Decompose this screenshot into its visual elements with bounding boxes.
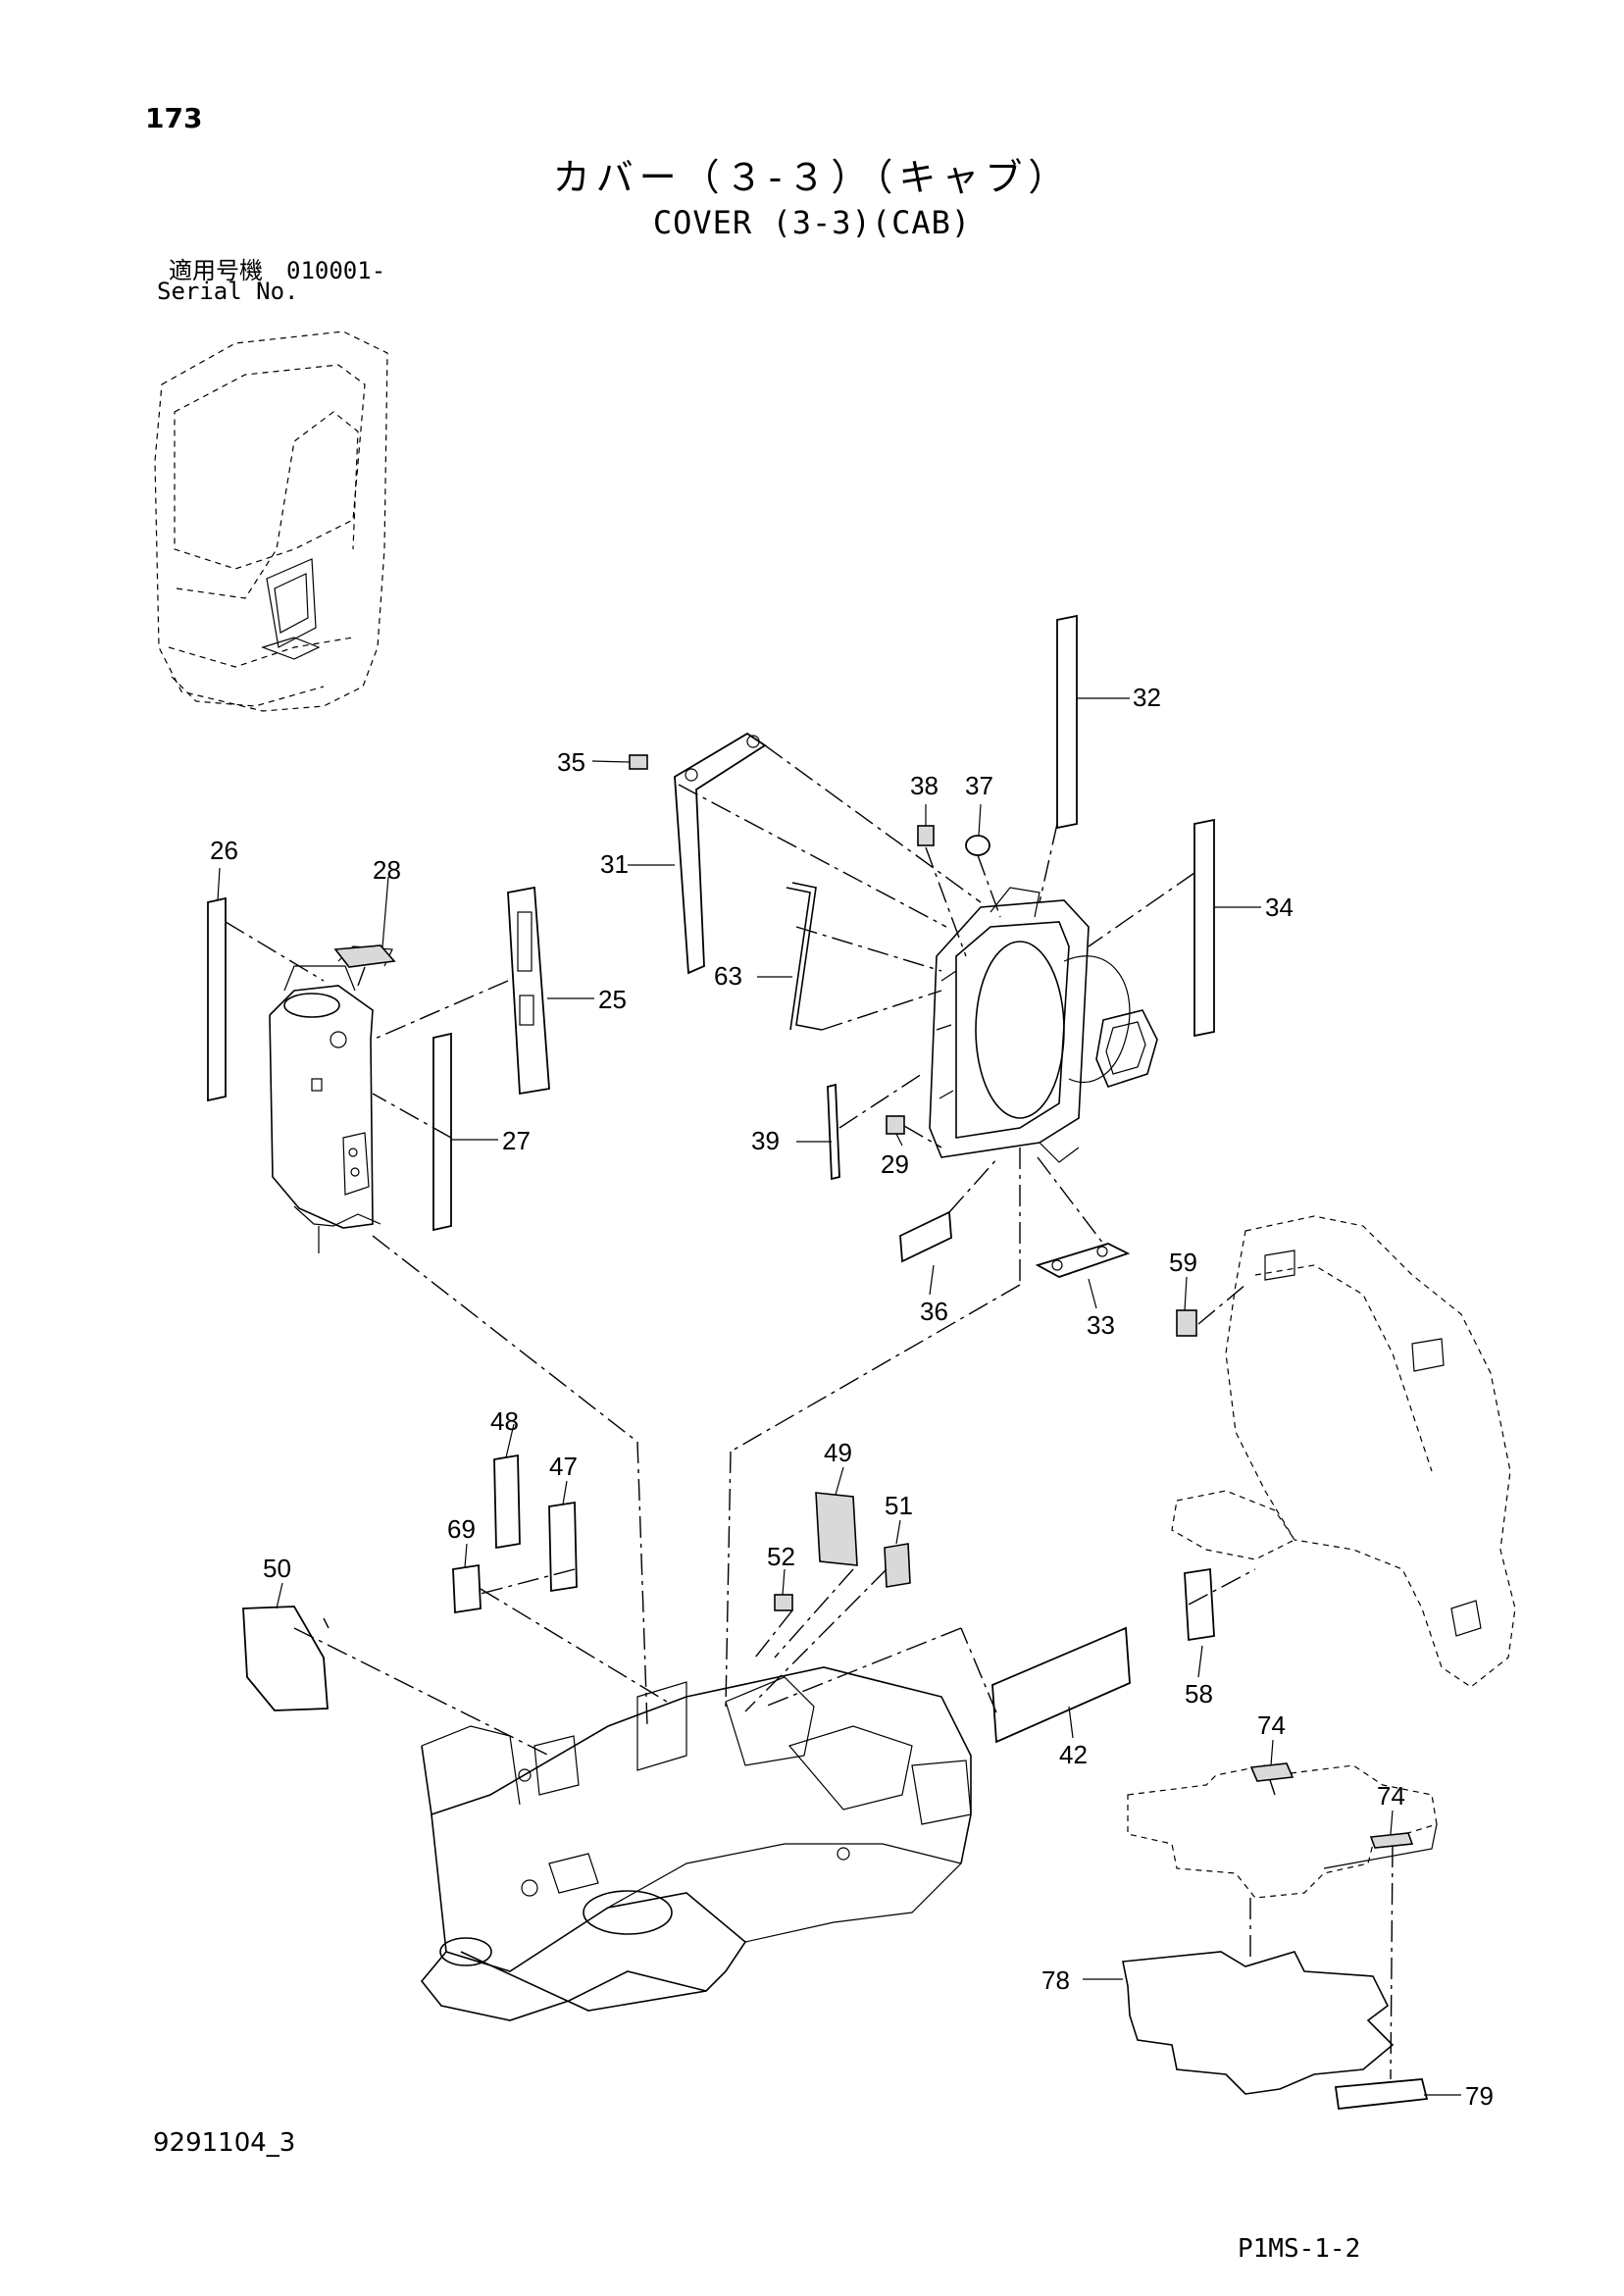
part-25-plate: [507, 886, 550, 1096]
part-33-bracket: [1035, 1243, 1131, 1278]
document-code: 9291104_3: [153, 2128, 296, 2158]
part-27-bar: [432, 1032, 452, 1232]
callout-63: 63: [714, 961, 742, 991]
base-frame: [420, 1666, 972, 2021]
callout-35: 35: [557, 747, 585, 777]
part-shapes: [207, 614, 1414, 1849]
serial-label-english: Serial No.: [157, 278, 299, 305]
callout-26: 26: [210, 836, 238, 865]
part-58-bracket: [1184, 1567, 1215, 1642]
floor-mats: [1122, 1764, 1438, 2110]
part-31-hose: [674, 732, 767, 975]
callout-49: 49: [824, 1438, 852, 1467]
part-59-block: [1176, 1309, 1197, 1337]
callout-74-a: 74: [1257, 1710, 1286, 1740]
left-cabinet-assembly: [269, 945, 393, 1253]
callout-37: 37: [965, 771, 993, 800]
page-title-japanese: カバー（３-３）（キャブ）: [552, 156, 1072, 199]
callout-27: 27: [502, 1126, 531, 1155]
leader-lines: [217, 697, 1461, 2096]
callout-78: 78: [1041, 1965, 1070, 1995]
cab-overview-thumbnail: [154, 331, 388, 712]
part-42-pad: [991, 1626, 1131, 1744]
revolving-frame: [1171, 1215, 1516, 1688]
part-28-pad: [333, 944, 396, 968]
page-code: P1MS-1-2: [1238, 2234, 1361, 2264]
part-38-block: [917, 825, 935, 846]
cab-frame-assembly: [929, 887, 1158, 1163]
callout-58: 58: [1185, 1679, 1213, 1709]
part-26-bar: [207, 896, 227, 1102]
page-title-english: COVER (3-3)(CAB): [652, 204, 972, 241]
part-48-block: [493, 1454, 521, 1550]
callout-39: 39: [751, 1126, 780, 1155]
part-49-pad: [815, 1492, 858, 1566]
callout-48: 48: [490, 1406, 519, 1436]
part-29-block: [886, 1115, 905, 1135]
callout-25: 25: [598, 985, 627, 1014]
callout-52: 52: [767, 1542, 795, 1571]
callout-36: 36: [920, 1297, 948, 1326]
callout-31: 31: [600, 849, 629, 879]
callout-59: 59: [1169, 1248, 1197, 1277]
callout-38: 38: [910, 771, 939, 800]
callout-42: 42: [1059, 1740, 1088, 1769]
part-36-bar: [899, 1210, 952, 1263]
callout-33: 33: [1087, 1310, 1115, 1340]
part-50-pad: [242, 1606, 329, 1711]
part-47-block: [548, 1501, 578, 1593]
part-35-clip: [629, 754, 648, 770]
part-34-bar: [1193, 818, 1215, 1038]
callout-50: 50: [263, 1554, 291, 1583]
callout-51: 51: [885, 1491, 913, 1520]
assembly-lines: [225, 744, 1394, 2080]
page-number: 173: [145, 102, 203, 134]
callout-29: 29: [881, 1149, 909, 1179]
part-39-strip: [827, 1083, 840, 1181]
part-51-block: [884, 1543, 911, 1588]
part-37-grommet: [965, 835, 990, 856]
part-63-seal: [791, 882, 823, 1031]
callout-47: 47: [549, 1452, 578, 1481]
callout-32: 32: [1133, 683, 1161, 712]
serial-label-japanese: 適用号機 010001-: [169, 257, 386, 284]
part-74-clip-b: [1369, 1832, 1414, 1849]
callout-69: 69: [447, 1514, 476, 1544]
part-74-clip-a: [1249, 1762, 1294, 1782]
callout-79: 79: [1465, 2081, 1494, 2111]
callout-74-b: 74: [1377, 1781, 1405, 1811]
part-32-bar: [1056, 614, 1078, 830]
part-52-block: [774, 1594, 793, 1611]
part-69-block: [452, 1563, 482, 1614]
callout-28: 28: [373, 855, 401, 885]
callout-34: 34: [1265, 893, 1294, 922]
callout-numbers: 32 34 35 31 38 37 63 39 29 36 33 59 26 2…: [210, 683, 1494, 2111]
